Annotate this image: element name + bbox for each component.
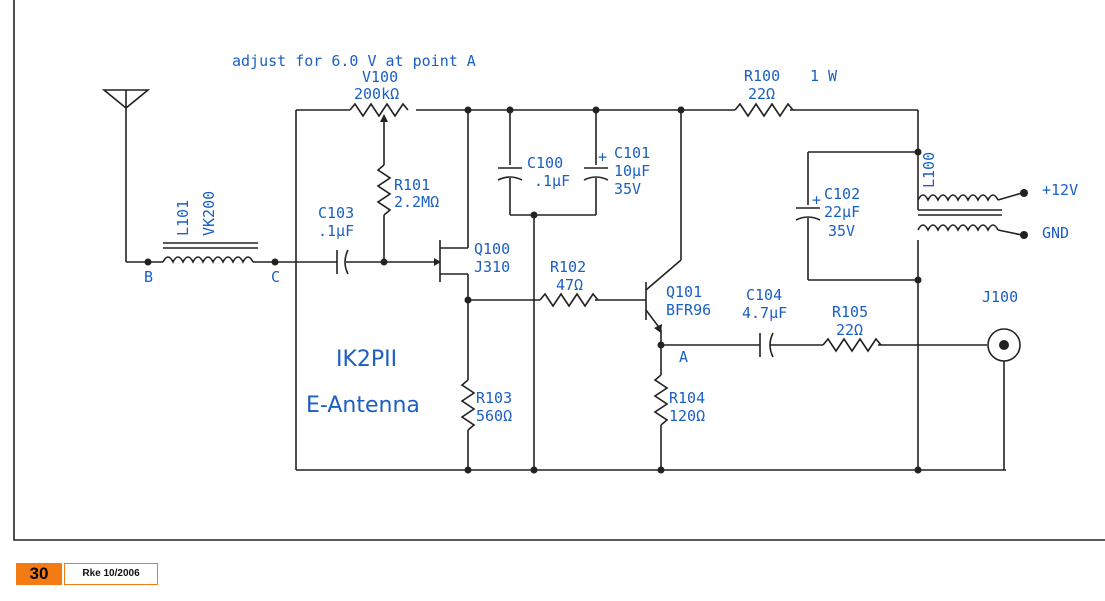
r100-value: 22Ω (748, 85, 775, 103)
capacitor-c100 (497, 167, 523, 181)
r101-ref: R101 (394, 176, 430, 194)
r104-value: 120Ω (669, 407, 705, 425)
resistor-r105 (822, 337, 882, 353)
c103-value: .1µF (318, 222, 354, 240)
l100-ref: L100 (920, 152, 938, 188)
terminal-gnd-label: GND (1042, 224, 1069, 242)
c103-ref: C103 (318, 204, 354, 222)
resistor-r102 (539, 292, 599, 308)
resistor-r101 (376, 164, 392, 216)
transistor-q101 (645, 259, 682, 333)
c104-value: 4.7µF (742, 304, 787, 322)
c101-ref: C101 (614, 144, 650, 162)
connector-j100-icon (987, 328, 1021, 362)
q101-value: BFR96 (666, 301, 711, 319)
issue-label: Rke 10/2006 (64, 563, 158, 585)
inductor-l101 (162, 242, 258, 264)
page-number: 30 (16, 563, 62, 585)
antenna-icon (101, 89, 151, 262)
node-b-label: B (144, 268, 153, 286)
resistor-r100 (734, 102, 794, 118)
c101-value: 10µF (614, 162, 650, 180)
terminal-plus12-label: +12V (1042, 181, 1078, 199)
r103-value: 560Ω (476, 407, 512, 425)
q100-ref: Q100 (474, 240, 510, 258)
r100-ref: R100 (744, 67, 780, 85)
r103-ref: R103 (476, 389, 512, 407)
capacitor-c101 (583, 167, 609, 181)
potentiometer-v100 (349, 102, 409, 135)
c102-plus: + (812, 191, 821, 209)
c102-rating: 35V (828, 222, 855, 240)
border-frame (13, 0, 1105, 541)
circuit-title: IK2PII (336, 347, 397, 372)
resistor-r104 (653, 374, 669, 426)
c101-rating: 35V (614, 180, 641, 198)
q100-value: J310 (474, 258, 510, 276)
c102-value: 22µF (824, 203, 860, 221)
l101-value: VK200 (200, 191, 218, 236)
capacitor-c102 (795, 207, 821, 221)
transistor-q100 (434, 240, 468, 282)
node-c-label: C (271, 268, 280, 286)
r102-value: 47Ω (556, 276, 583, 294)
j100-ref: J100 (982, 288, 1018, 306)
q101-ref: Q101 (666, 283, 702, 301)
v100-ref: V100 (362, 68, 398, 86)
c101-plus: + (598, 148, 607, 166)
capacitor-c103 (336, 249, 349, 275)
inductor-l100 (917, 194, 1002, 232)
c102-ref: C102 (824, 185, 860, 203)
r104-ref: R104 (669, 389, 705, 407)
r100-rating: 1 W (810, 67, 838, 85)
circuit-subtitle: E-Antenna (306, 393, 420, 418)
resistor-r103 (460, 379, 476, 431)
c104-ref: C104 (746, 286, 782, 304)
adjust-note: adjust for 6.0 V at point A (232, 52, 476, 70)
c100-ref: C100 (527, 154, 563, 172)
r105-ref: R105 (832, 303, 868, 321)
node-a-label: A (679, 348, 688, 366)
r102-ref: R102 (550, 258, 586, 276)
v100-value: 200kΩ (354, 85, 399, 103)
r101-value: 2.2MΩ (394, 193, 439, 211)
c100-value: .1µF (534, 172, 570, 190)
r105-value: 22Ω (836, 321, 863, 339)
l101-ref: L101 (174, 200, 192, 236)
